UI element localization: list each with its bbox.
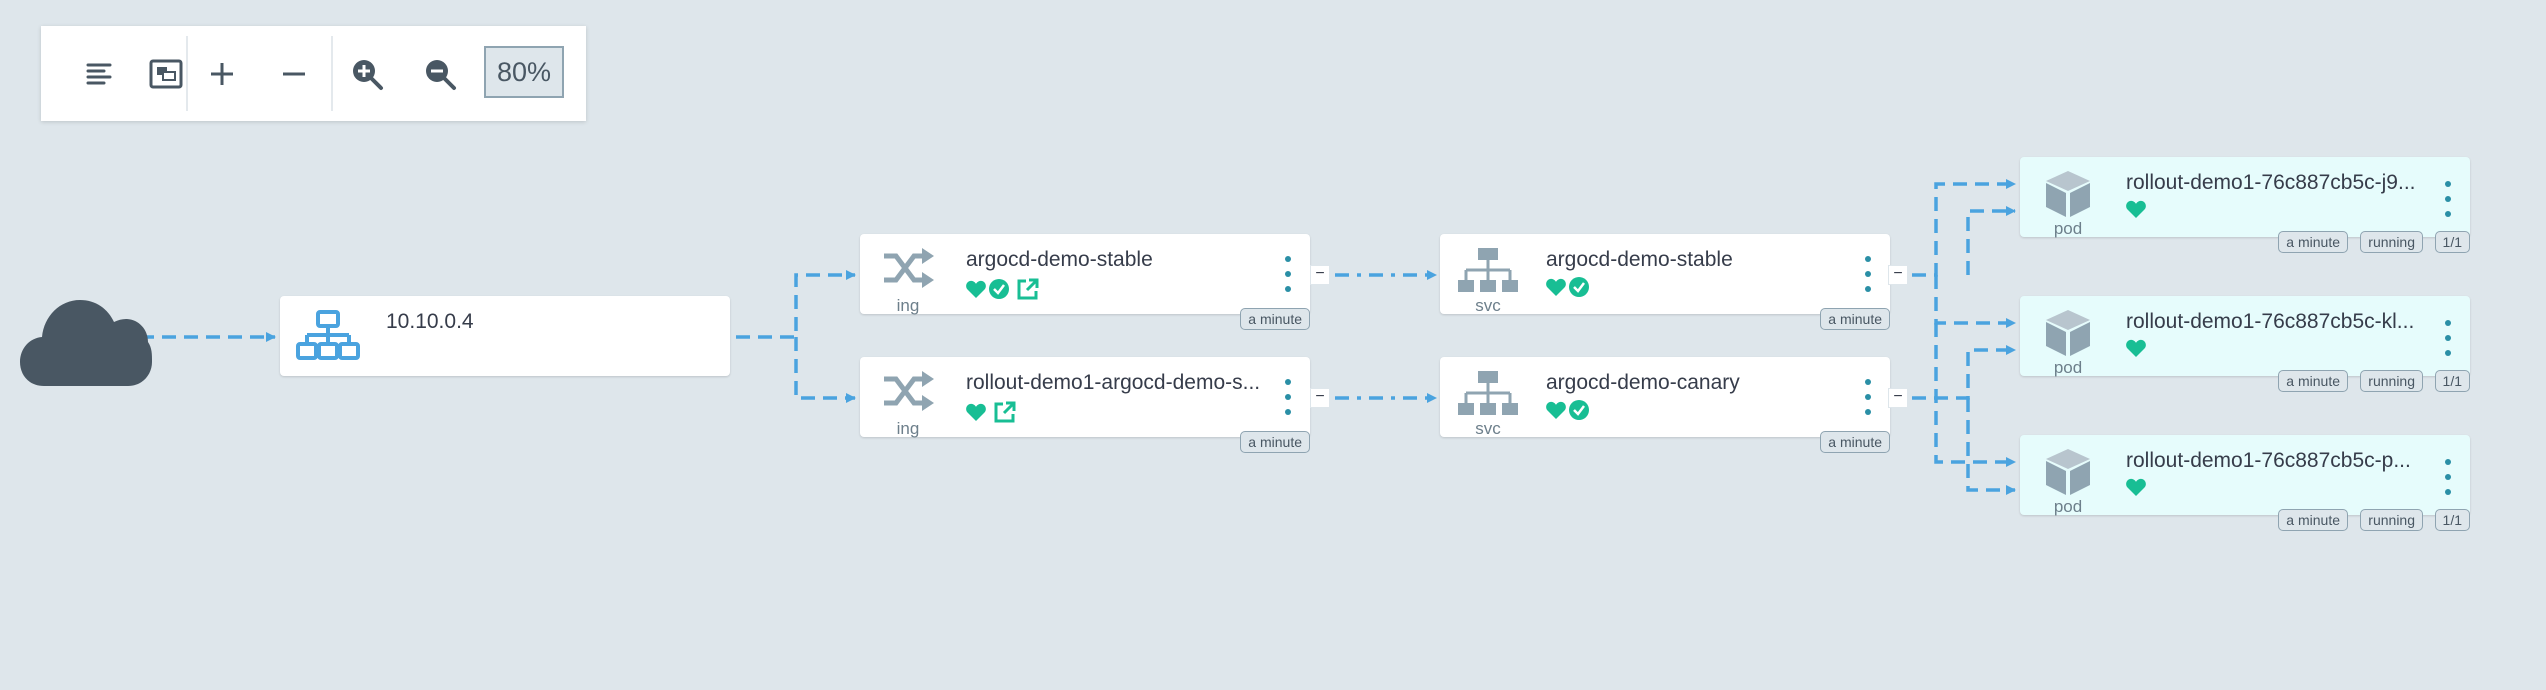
expand-icon[interactable] [186,26,258,121]
node-menu-button[interactable] [1279,256,1297,292]
service-hierarchy-icon [1458,371,1518,422]
heart-icon [2126,478,2146,496]
cube-icon [2044,308,2092,363]
check-circle-icon [1569,277,1589,297]
age-badge: a minute [2278,509,2348,531]
external-link-icon[interactable] [1016,277,1040,301]
collapse-toggle[interactable]: − [1310,265,1330,285]
age-badge: a minute [1820,431,1890,453]
node-menu-button[interactable] [1859,256,1877,292]
fit-view-icon[interactable] [130,26,202,121]
edge-svc-pod-1 [1912,179,2016,277]
edge-svc-pod-1b [1966,206,2016,275]
collapse-toggle[interactable]: − [1888,265,1908,285]
edge-svc-pod-3 [1934,323,2016,467]
ready-badge: 1/1 [2434,509,2470,531]
health-status [2126,339,2146,357]
edge-network-ingress-2 [794,337,856,403]
age-badge: a minute [1820,308,1890,330]
heart-icon [1546,278,1566,296]
phase-badge: running [2360,370,2423,392]
node-name: rollout-demo1-76c887cb5c-kl... [2126,310,2415,333]
node-name: argocd-demo-canary [1546,371,1740,394]
ingress-shuffle-icon [882,248,934,293]
align-left-icon[interactable] [63,26,135,121]
node-name: rollout-demo1-argocd-demo-s... [966,371,1261,394]
health-status [2126,200,2146,218]
node-kind: svc [1475,296,1501,315]
health-status [1546,400,1589,420]
node-name: rollout-demo1-76c887cb5c-j9... [2126,171,2416,194]
zoom-out-icon[interactable] [404,26,476,121]
internet-cloud-icon [20,296,152,393]
heart-icon [966,280,986,298]
collapse-icon[interactable] [258,26,330,121]
ingress-node[interactable]: ing argocd-demo-stable a minute [860,234,1310,330]
network-ip: 10.10.0.4 [386,310,474,333]
service-node[interactable]: svc argocd-demo-canary a minute [1440,357,1890,453]
network-icon [296,310,360,367]
cube-icon [2044,169,2092,224]
zoom-in-icon[interactable] [331,26,403,121]
collapse-toggle[interactable]: − [1310,388,1330,408]
node-kind: pod [2053,358,2083,377]
edge-network-ingress-1 [736,270,856,339]
heart-icon [2126,200,2146,218]
age-badge: a minute [1240,431,1310,453]
node-kind: ing [896,419,920,438]
toolbar-divider [186,36,188,111]
ready-badge: 1/1 [2434,370,2470,392]
ingress-node[interactable]: ing rollout-demo1-argocd-demo-s... a min… [860,357,1310,453]
zoom-level: 80% [484,46,564,98]
heart-icon [966,403,986,421]
collapse-toggle[interactable]: − [1888,388,1908,408]
check-circle-icon [1569,400,1589,420]
phase-badge: running [2360,509,2423,531]
node-name: argocd-demo-stable [966,248,1153,271]
pod-node[interactable]: pod rollout-demo1-76c887cb5c-p... a minu… [2020,435,2470,531]
external-link-icon[interactable] [993,400,1017,424]
ready-badge: 1/1 [2434,231,2470,253]
node-menu-button[interactable] [1859,379,1877,415]
service-hierarchy-icon [1458,248,1518,299]
edge-svc-pod-2b [1912,345,2016,400]
health-status [2126,478,2146,496]
graph-toolbar: 80% [41,26,586,121]
check-circle-icon [989,279,1009,299]
node-kind: pod [2053,497,2083,516]
edge-svc-pod-3b [1966,398,2016,495]
age-badge: a minute [1240,308,1310,330]
health-status [966,277,1040,301]
node-menu-button[interactable] [1279,379,1297,415]
age-badge: a minute [2278,231,2348,253]
pod-node[interactable]: pod rollout-demo1-76c887cb5c-j9... a min… [2020,157,2470,253]
health-status [966,400,1017,424]
node-menu-button[interactable] [2439,459,2457,495]
edge-svc-pod-2 [1934,275,2016,328]
node-menu-button[interactable] [2439,320,2457,356]
age-badge: a minute [2278,370,2348,392]
cube-icon [2044,447,2092,502]
service-node[interactable]: svc argocd-demo-stable a minute [1440,234,1890,330]
node-name: rollout-demo1-76c887cb5c-p... [2126,449,2411,472]
heart-icon [2126,339,2146,357]
network-node[interactable]: 10.10.0.4 [280,296,730,376]
ingress-shuffle-icon [882,371,934,416]
node-kind: pod [2053,219,2083,238]
health-status [1546,277,1589,297]
heart-icon [1546,401,1566,419]
node-kind: svc [1475,419,1501,438]
toolbar-divider [331,36,333,111]
phase-badge: running [2360,231,2423,253]
node-menu-button[interactable] [2439,181,2457,217]
node-kind: ing [896,296,920,315]
node-name: argocd-demo-stable [1546,248,1733,271]
pod-node[interactable]: pod rollout-demo1-76c887cb5c-kl... a min… [2020,296,2470,392]
